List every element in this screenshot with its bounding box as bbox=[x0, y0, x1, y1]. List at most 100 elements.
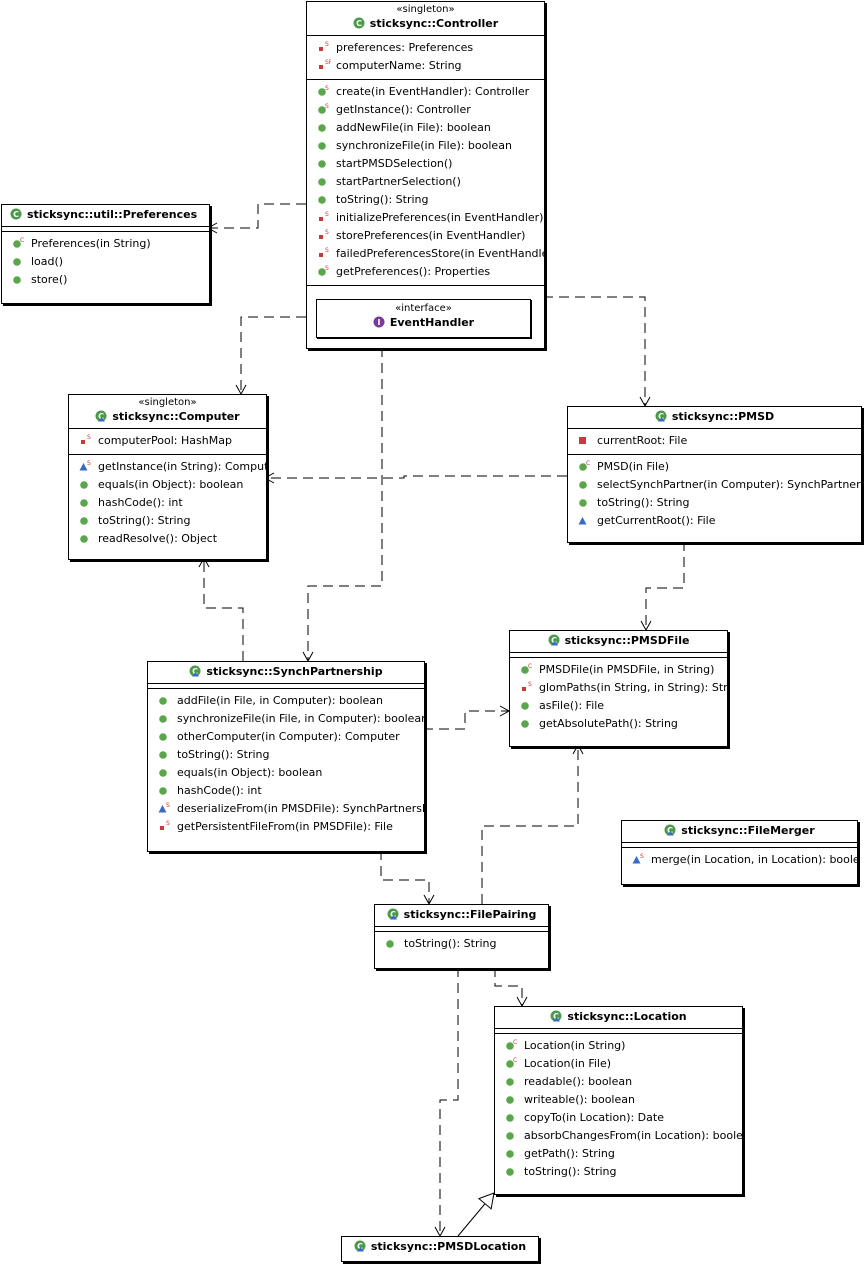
svg-text:C: C bbox=[586, 460, 590, 467]
private-member-icon: S bbox=[520, 681, 534, 693]
member-label: copyTo(in Location): Date bbox=[524, 1111, 664, 1124]
member-label: store() bbox=[31, 273, 68, 286]
member-label: hashCode(): int bbox=[177, 784, 262, 797]
public-member-icon bbox=[578, 478, 592, 490]
member-label: equals(in Object): boolean bbox=[177, 766, 323, 779]
class-icon: C bbox=[10, 208, 22, 220]
svg-text:S: S bbox=[166, 802, 170, 809]
method-row: C Preferences(in String) bbox=[2, 235, 209, 253]
member-label: synchronizeFile(in File, in Computer): b… bbox=[177, 712, 425, 725]
svg-text:S: S bbox=[325, 85, 329, 92]
svg-text:S: S bbox=[528, 681, 532, 688]
public-member-icon bbox=[520, 699, 534, 711]
member-label: getPreferences(): Properties bbox=[336, 265, 491, 278]
method-row: readResolve(): Object bbox=[69, 530, 266, 548]
method-row: getPath(): String bbox=[495, 1145, 742, 1163]
svg-text:C: C bbox=[13, 210, 19, 219]
member-label: toString(): String bbox=[524, 1165, 617, 1178]
svg-text:C: C bbox=[20, 237, 24, 244]
member-label: initializePreferences(in EventHandler) bbox=[336, 211, 544, 224]
svg-text:C: C bbox=[528, 663, 532, 670]
member-label: Preferences(in String) bbox=[31, 237, 151, 250]
method-row: store() bbox=[2, 271, 209, 289]
public-member-icon bbox=[505, 1165, 519, 1177]
relation-filepairing-to-pmsdfile bbox=[481, 745, 579, 904]
svg-text:S: S bbox=[325, 247, 329, 254]
stereotype: «singleton» bbox=[138, 397, 197, 408]
public-member-icon bbox=[385, 937, 399, 949]
svg-text:C: C bbox=[553, 1012, 559, 1021]
svg-text:S: S bbox=[87, 460, 91, 467]
member-label: create(in EventHandler): Controller bbox=[336, 85, 530, 98]
svg-text:S: S bbox=[325, 103, 329, 110]
member-label: addFile(in File, in Computer): boolean bbox=[177, 694, 384, 707]
member-label: asFile(): File bbox=[539, 699, 605, 712]
method-row: selectSynchPartner(in Computer): SynchPa… bbox=[568, 476, 861, 494]
methods-section: toString(): String bbox=[375, 931, 548, 957]
public-member-icon bbox=[79, 478, 93, 490]
private-member-icon: S bbox=[317, 229, 331, 241]
method-row: absorbChangesFrom(in Location): boolean bbox=[495, 1127, 742, 1145]
member-label: getAbsolutePath(): String bbox=[539, 717, 678, 730]
relation-synchpartnership-to-filepairing bbox=[380, 850, 430, 904]
svg-text:S: S bbox=[166, 820, 170, 827]
svg-text:S: S bbox=[325, 265, 329, 272]
member-label: toString(): String bbox=[98, 514, 191, 527]
member-label: PMSDFile(in PMSDFile, in String) bbox=[539, 663, 715, 676]
public-member-icon bbox=[158, 730, 172, 742]
public-member-icon bbox=[578, 496, 592, 508]
member-label: computerPool: HashMap bbox=[98, 434, 232, 447]
private-member-icon: S bbox=[158, 820, 172, 832]
member-label: Location(in String) bbox=[524, 1039, 626, 1052]
public-member-icon bbox=[317, 139, 331, 151]
member-label: deserializeFrom(in PMSDFile): SynchPartn… bbox=[177, 802, 425, 815]
package-class-icon: C bbox=[655, 410, 667, 422]
member-label: PMSD(in File) bbox=[597, 460, 670, 473]
public-member-icon bbox=[12, 273, 26, 285]
member-label: toString(): String bbox=[404, 937, 497, 950]
package-member-icon: S bbox=[79, 460, 93, 472]
member-label: hashCode(): int bbox=[98, 496, 183, 509]
method-row: writeable(): boolean bbox=[495, 1091, 742, 1109]
public-member-icon: C bbox=[505, 1057, 519, 1069]
private-member-icon: S bbox=[317, 247, 331, 259]
member-label: toString(): String bbox=[597, 496, 690, 509]
method-row: getCurrentRoot(): File bbox=[568, 512, 861, 530]
member-label: absorbChangesFrom(in Location): boolean bbox=[524, 1129, 743, 1142]
package-member-icon: S bbox=[632, 853, 646, 865]
member-label: getPath(): String bbox=[524, 1147, 615, 1160]
method-row: toString(): String bbox=[69, 512, 266, 530]
package-member-icon: S bbox=[158, 802, 172, 814]
relation-synchpartnership-to-pmsdfile bbox=[423, 710, 509, 730]
svg-text:C: C bbox=[356, 19, 362, 28]
public-member-icon bbox=[317, 175, 331, 187]
member-label: getPersistentFileFrom(in PMSDFile): File bbox=[177, 820, 393, 833]
